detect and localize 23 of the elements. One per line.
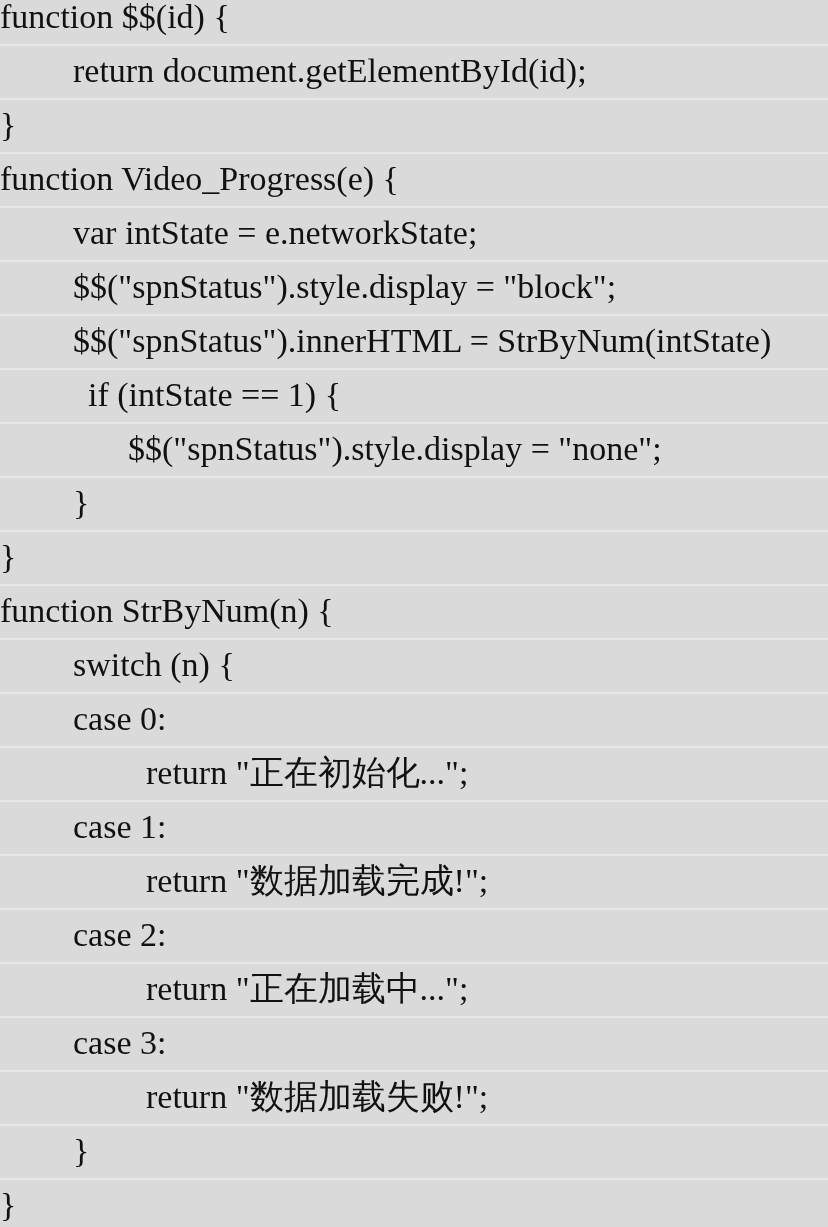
code-line: function StrByNum(n) { [0,591,334,631]
code-line: case 3: [73,1023,167,1063]
code-line: function Video_Progress(e) { [0,159,399,199]
code-line: switch (n) { [73,645,235,685]
code-line: case 2: [73,915,167,955]
code-line: case 0: [73,699,167,739]
code-line: return "数据加载失败!"; [146,1077,489,1117]
code-line: return "正在初始化..."; [146,753,469,793]
code-line: var intState = e.networkState; [73,213,478,253]
code-line: function $$(id) { [0,0,230,37]
code-line: return document.getElementById(id); [73,51,587,91]
code-line: $$("spnStatus").style.display = "block"; [73,267,617,307]
code-line: } [73,483,90,523]
code-line: } [73,1131,90,1171]
code-line: } [0,105,17,145]
code-line: if (intState == 1) { [88,375,341,415]
code-line: case 1: [73,807,167,847]
code-line: } [0,1185,17,1225]
code-line: return "正在加载中..."; [146,969,469,1009]
code-line: return "数据加载完成!"; [146,861,489,901]
code-line: $$("spnStatus").innerHTML = StrByNum(intState) [73,321,772,361]
code-line: $$("spnStatus").style.display = "none"; [128,429,662,469]
code-line: } [0,537,17,577]
